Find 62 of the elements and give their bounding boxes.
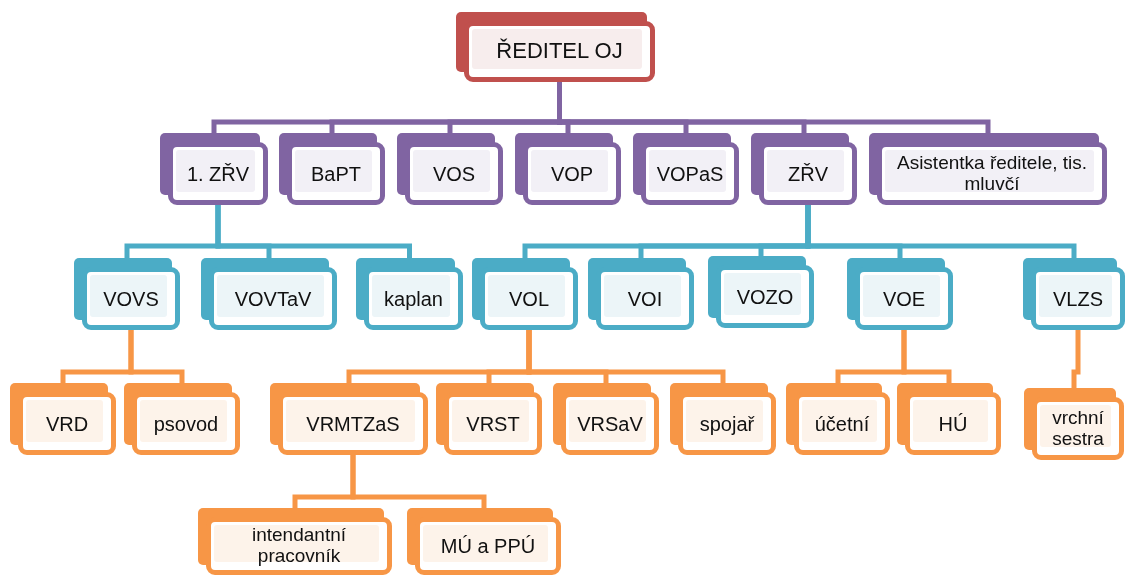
box-label: MÚ a PPÚ (439, 535, 537, 557)
box-label: VOL (508, 287, 550, 310)
org-box (124, 383, 240, 455)
connector-line (128, 330, 185, 383)
connector-line (526, 330, 726, 383)
org-box (847, 258, 953, 330)
box-label: VOZO (735, 285, 795, 308)
connector-line (350, 455, 487, 508)
box-label: VOP (549, 162, 595, 185)
box-label: spojař (698, 412, 756, 435)
org-box (786, 383, 890, 455)
org-box (633, 133, 739, 205)
org-box (201, 258, 337, 330)
org-box (270, 383, 428, 455)
org-box (670, 383, 776, 455)
box-label: účetní (813, 412, 871, 435)
org-box (1023, 258, 1125, 330)
box-label: VOI (626, 287, 664, 310)
org-box (397, 133, 503, 205)
org-box (751, 133, 857, 205)
box-label: VOS (431, 162, 477, 185)
box-label: VOPaS (655, 162, 725, 185)
org-box (588, 258, 694, 330)
box-label: VOVTaV (233, 287, 313, 310)
box-label: VOVS (102, 287, 160, 310)
box-label: VRMTZaS (305, 412, 401, 435)
box-label: VRSaV (576, 412, 644, 435)
org-box (279, 133, 385, 205)
box-label: BaPT (310, 162, 362, 185)
org-box (553, 383, 659, 455)
connector-line (805, 205, 1077, 258)
box-label: VLZS (1052, 287, 1104, 310)
org-box (10, 383, 116, 455)
org-box (897, 383, 1001, 455)
org-box (869, 133, 1107, 205)
box-label: Asistentka ředitele, tis. mluvčí (895, 152, 1089, 195)
box-label: HÚ (937, 412, 969, 435)
org-box (1024, 388, 1124, 460)
org-box (515, 133, 621, 205)
box-label: psovod (152, 412, 220, 435)
org-box (407, 508, 561, 575)
box-label: VRST (465, 412, 521, 435)
connector-line (901, 330, 952, 383)
org-box (456, 12, 655, 82)
box-label: ŘEDITEL OJ (495, 39, 624, 64)
box-label: kaplan (383, 287, 444, 310)
org-box (472, 258, 578, 330)
box-label: VOE (881, 287, 927, 310)
connector-line (215, 205, 412, 258)
org-box (198, 508, 392, 575)
box-label: ZŘV (787, 162, 829, 185)
org-box (436, 383, 542, 455)
box-label: vrchní sestra (1051, 407, 1105, 450)
org-box (356, 258, 463, 330)
org-box (160, 133, 268, 205)
org-box (74, 258, 180, 330)
box-label: 1. ZŘV (185, 162, 251, 185)
box-label: intendantní pracovník (251, 525, 347, 567)
connector-line (1071, 330, 1081, 388)
connector-line (557, 82, 991, 133)
org-box (708, 256, 814, 328)
box-label: VRD (44, 412, 90, 435)
